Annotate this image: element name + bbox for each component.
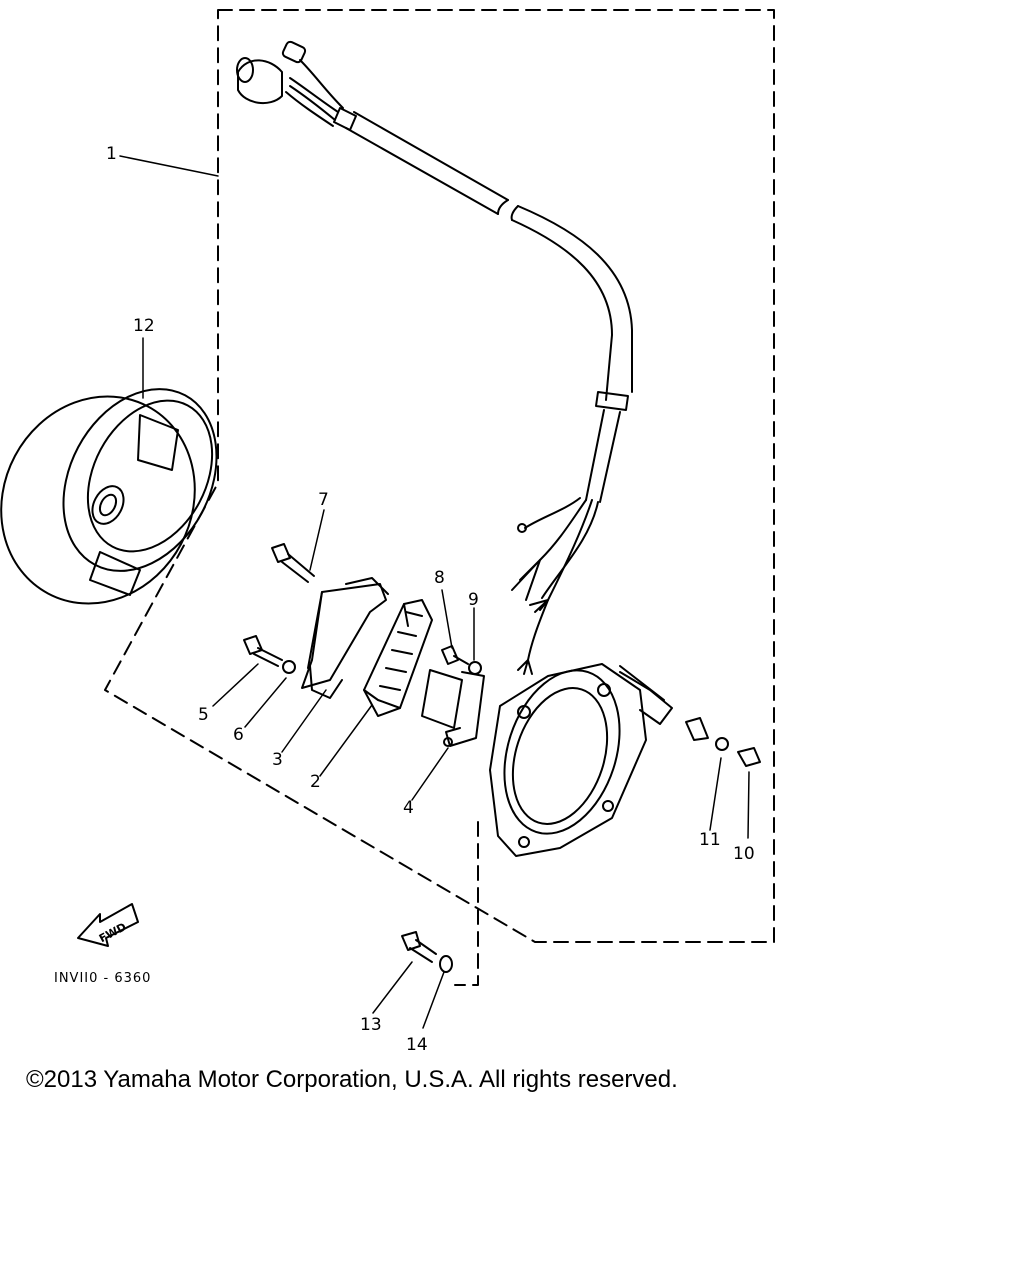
charge-coil [301, 577, 389, 699]
callout-6: 6 [233, 725, 244, 745]
fasteners [243, 543, 761, 973]
wire-harness [236, 40, 633, 675]
base-plate-dashed-line [454, 821, 479, 986]
callout-4: 4 [403, 798, 414, 818]
stator-base-plate [489, 663, 673, 857]
leader-lines [119, 155, 750, 1029]
diagram-code: INVII0 - 6360 [54, 971, 152, 986]
callout-9: 9 [468, 590, 479, 610]
callout-14: 14 [406, 1035, 428, 1055]
callout-2: 2 [310, 772, 321, 792]
assembly-boundary-dashed [104, 9, 775, 943]
copyright-notice: ©2013 Yamaha Motor Corporation, U.S.A. A… [26, 1066, 678, 1093]
callout-10: 10 [733, 844, 755, 864]
callout-11: 11 [699, 830, 721, 850]
callout-13: 13 [360, 1015, 382, 1035]
callout-1: 1 [106, 144, 117, 164]
flywheel [0, 388, 218, 605]
callout-3: 3 [272, 750, 283, 770]
callout-7: 7 [318, 490, 329, 510]
pulser-coil [421, 669, 485, 747]
callout-12: 12 [133, 316, 155, 336]
source-coil [363, 599, 433, 717]
fwd-label: FWD [97, 920, 129, 945]
callout-5: 5 [198, 705, 209, 725]
callout-8: 8 [434, 568, 445, 588]
fwd-arrow-icon: FWD [77, 903, 139, 947]
